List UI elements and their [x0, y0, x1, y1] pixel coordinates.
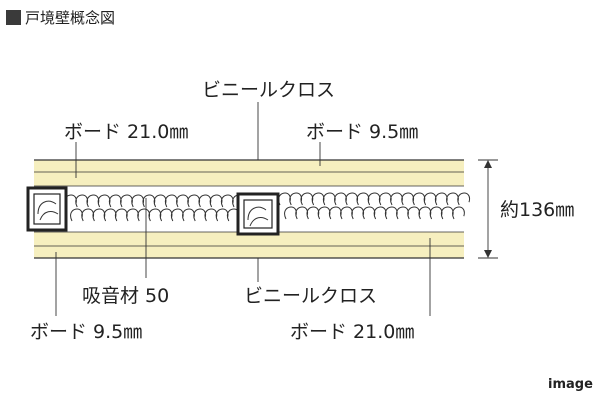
label-board-21-bottom: ボード 21.0㎜ [290, 321, 414, 343]
label-insulation: 吸音材 50 [82, 285, 169, 307]
label-board-95-top: ボード 9.5㎜ [306, 121, 418, 143]
diagram-title: 戸境壁概念図 [25, 9, 115, 27]
label-thickness: 約136㎜ [500, 199, 574, 221]
center-steel-stud [236, 192, 280, 236]
insulation-wool [64, 192, 470, 208]
top-outer-board-layer [34, 160, 464, 172]
dimension-arrow-down-icon [484, 250, 492, 258]
bottom-inner-board-layer [34, 232, 464, 246]
label-vinyl-cloth-top: ビニールクロス [202, 79, 335, 101]
bottom-outer-board-layer [34, 246, 464, 258]
top-inner-board-layer [34, 172, 464, 186]
label-board-21-top: ボード 21.0㎜ [64, 121, 188, 143]
label-board-95-bottom: ボード 9.5㎜ [30, 321, 142, 343]
left-steel-stud [26, 186, 68, 232]
label-vinyl-cloth-bottom: ビニールクロス [244, 285, 377, 307]
dimension-arrow-up-icon [484, 160, 492, 168]
footer-image-label: image [548, 377, 593, 392]
insulation-wool-inner [70, 206, 465, 222]
title-square-icon [6, 10, 21, 25]
